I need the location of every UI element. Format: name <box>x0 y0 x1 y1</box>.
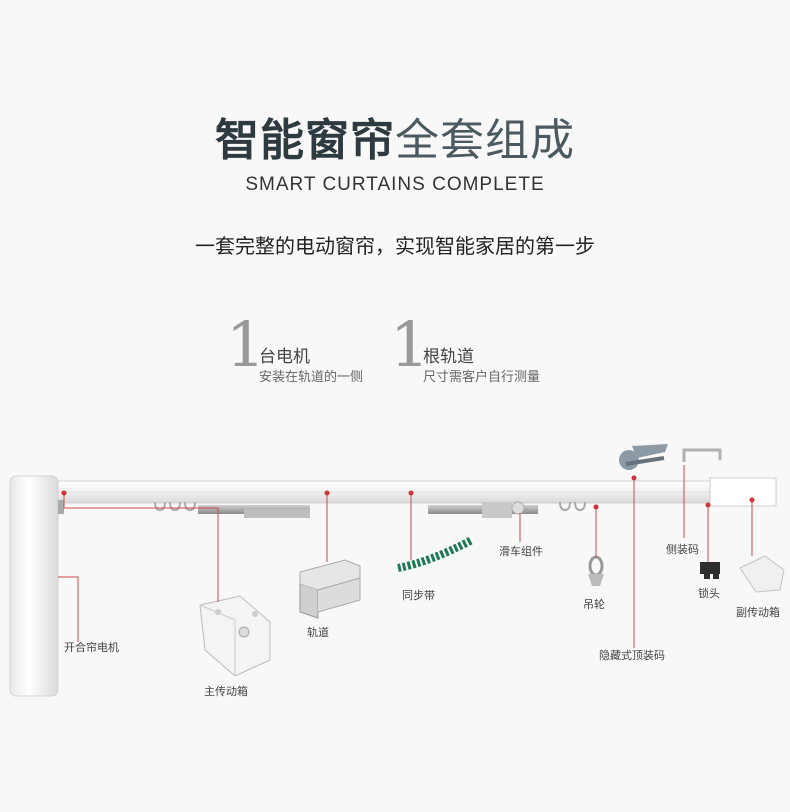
carriage-bracket-left <box>198 505 310 518</box>
hidden-ceiling-mount <box>619 444 668 470</box>
rail-hooks-left <box>154 501 196 512</box>
stat-track-sub: 尺寸需客户自行测量 <box>423 370 541 385</box>
motor-body <box>9 475 64 697</box>
stat-track-number: 1 <box>390 308 430 381</box>
label-hook-wheel: 吊轮 <box>583 598 605 611</box>
label-pulley-set: 滑车组件 <box>499 545 543 558</box>
side-mount <box>682 448 722 462</box>
label-hidden-ceiling-mount: 隐藏式顶装码 <box>599 649 665 662</box>
label-track: 轨道 <box>307 626 329 639</box>
label-main-gearbox: 主传动箱 <box>204 685 248 698</box>
stat-track-head: 根轨道 <box>423 347 474 367</box>
leader-dots <box>61 475 755 510</box>
page-title: 智能窗帘全套组成 <box>0 104 790 168</box>
leader-lines <box>58 465 753 648</box>
label-motor: 开合帘电机 <box>64 641 119 654</box>
label-timing-belt: 同步带 <box>402 589 435 602</box>
main-gearbox <box>199 595 271 677</box>
carriage-bracket-right <box>428 501 538 518</box>
tagline: 一套完整的电动窗帘，实现智能家居的第一步 <box>195 234 595 258</box>
aux-gearbox <box>739 555 785 593</box>
label-lock: 锁头 <box>698 587 720 600</box>
title-bold: 智能窗帘 <box>215 115 395 166</box>
track-rail <box>57 477 777 507</box>
track-profile <box>299 559 361 619</box>
lock <box>700 562 720 579</box>
timing-belt <box>397 536 474 572</box>
stat-motor-sub: 安装在轨道的一侧 <box>259 370 364 385</box>
stat-motor-head: 台电机 <box>259 347 310 367</box>
subtitle-en: SMART CURTAINS COMPLETE <box>245 174 545 195</box>
hook-wheel <box>588 555 604 586</box>
label-side-mount: 侧装码 <box>666 543 699 556</box>
rail-hooks-right <box>559 501 586 512</box>
stat-motor-number: 1 <box>226 308 266 381</box>
label-aux-gearbox: 副传动箱 <box>736 606 780 619</box>
title-light: 全套组成 <box>395 115 575 166</box>
